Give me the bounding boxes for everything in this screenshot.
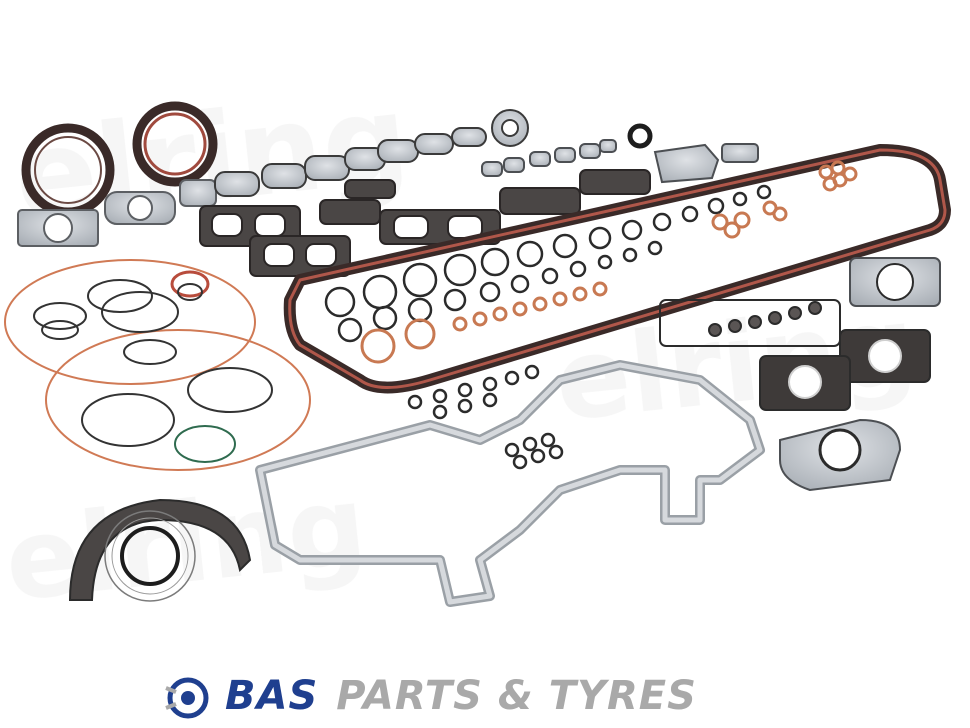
intake-manifold-gaskets <box>199 169 651 277</box>
timing-cover-gasket <box>255 360 765 607</box>
dark-seal-ring <box>627 123 653 149</box>
water-pump-gaskets <box>759 257 941 492</box>
turbo-gaskets <box>17 179 217 247</box>
small-o-rings <box>407 364 564 470</box>
injector-sleeve-gaskets <box>659 299 841 347</box>
copper-washers <box>360 160 858 364</box>
rear-seal-gasket <box>68 498 252 602</box>
brand-name-primary: BAS <box>225 673 319 719</box>
brand-name-secondary: PARTS & TYRES <box>336 673 697 719</box>
oil-pan-gasket <box>283 144 951 394</box>
large-o-rings <box>4 259 311 471</box>
brand-wordmark: BAS PARTS & TYRES <box>215 668 697 724</box>
brand-logo-icon <box>165 677 209 719</box>
small-flange-gaskets <box>481 139 759 184</box>
exhaust-manifold-gaskets <box>214 109 529 197</box>
